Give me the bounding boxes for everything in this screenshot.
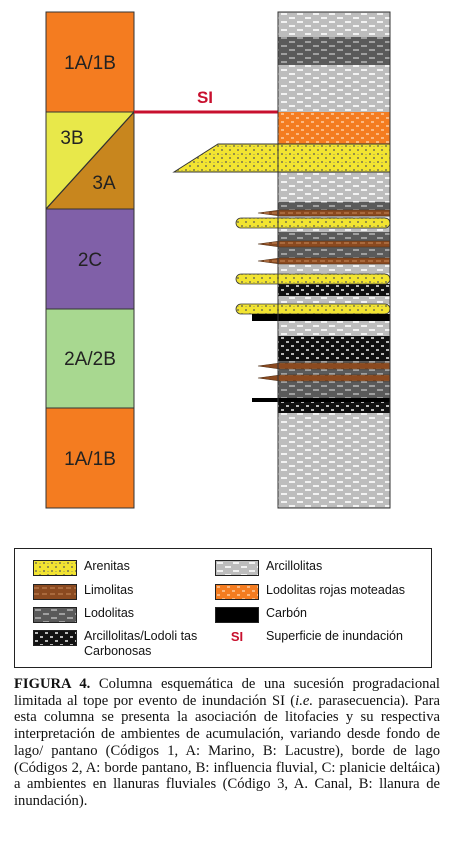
code-label-2a-2b: 2A/2B — [64, 349, 116, 370]
code-label-1a-1b-bottom: 1A/1B — [64, 449, 116, 470]
code-label-3b: 3B — [60, 128, 83, 149]
legend-item-limolitas: Limolitas — [33, 583, 133, 600]
legend-label: Arcillolitas — [266, 559, 323, 573]
coal-seam — [252, 398, 390, 402]
layer-carbonaceous-2 — [278, 336, 390, 361]
siltstone-swatch — [33, 584, 77, 600]
layer-claystone-1 — [278, 12, 390, 37]
caption-label: FIGURA 4. — [14, 676, 91, 692]
sandstone-swatch — [33, 560, 77, 576]
carbonaceous-swatch — [33, 630, 77, 646]
layer-claystone-2 — [278, 65, 390, 112]
lithology-column — [172, 11, 391, 509]
sandstone-lens — [235, 303, 391, 315]
legend-item-lodolitas-rojas: Lodolitas rojas moteadas — [215, 583, 405, 600]
legend-label: Arcillolitas/Lodoli tas Carbonosas — [84, 629, 198, 658]
mottled-red-mudstone-swatch — [215, 584, 259, 600]
code-block-3-diagonal — [45, 111, 135, 210]
legend-label: Carbón — [266, 606, 307, 620]
flooding-surface-label: SI — [197, 88, 213, 107]
legend-item-arcillolitas-carbonosas: Arcillolitas/Lodoli tas Carbonosas — [33, 629, 212, 659]
mudstone-swatch — [33, 607, 77, 623]
stratigraphic-diagram: 1A/1B 3B 3A 2C 2A/2B 1A/1B SI — [45, 11, 391, 509]
code-label-2c: 2C — [78, 250, 102, 271]
code-block-2c — [45, 208, 135, 310]
legend-item-lodolitas: Lodolitas — [33, 606, 134, 623]
caption-text-1: Columna esquemática de una sucesión prog… — [14, 676, 440, 709]
caption-italic: i.e. — [295, 692, 314, 709]
sandstone-lens — [235, 217, 391, 229]
code-label-1a-1b-top: 1A/1B — [64, 53, 116, 74]
legend-label: Limolitas — [84, 583, 134, 597]
code-block-1a-1b-top — [45, 11, 135, 113]
legend-item-superficie: SI Superficie de inundación — [215, 629, 403, 644]
layer-mottled-red-mudstone — [278, 112, 390, 144]
layer-carbonaceous-3 — [278, 400, 390, 413]
layer-claystone-5 — [278, 262, 390, 274]
layer-claystone-8 — [278, 413, 390, 508]
sandstone-wedge — [172, 143, 391, 173]
legend-label: Arenitas — [84, 559, 130, 573]
layer-mudstone-1 — [278, 37, 390, 65]
layer-claystone-6 — [278, 296, 390, 304]
legend-item-arenitas: Arenitas — [33, 559, 130, 576]
figure-caption: FIGURA 4. Columna esquemática de una suc… — [14, 676, 440, 810]
caption-text-2: parasecuencia). Para esta columna se pre… — [14, 692, 440, 809]
legend-label: Lodolitas rojas moteadas — [266, 583, 405, 597]
legend-item-carbon: Carbón — [215, 606, 307, 623]
legend-item-arcillolitas: Arcillolitas — [215, 559, 322, 576]
layer-claystone-3 — [278, 172, 390, 202]
code-label-3a: 3A — [92, 173, 116, 194]
lithology-column-outline — [277, 11, 391, 509]
code-column: 1A/1B 3B 3A 2C 2A/2B 1A/1B — [45, 11, 136, 509]
code-block-2a-2b — [45, 308, 135, 409]
layer-carbonaceous-1 — [278, 284, 390, 296]
legend: Arenitas Limolitas Lodolitas Arcillolita… — [14, 548, 432, 668]
flooding-surface-symbol: SI — [230, 629, 244, 644]
claystone-swatch — [215, 560, 259, 576]
legend-label: Lodolitas — [84, 606, 135, 620]
code-block-1a-1b-bottom — [45, 407, 135, 509]
coal-swatch — [215, 607, 259, 623]
coal-seam — [252, 314, 390, 321]
sandstone-lens — [235, 273, 391, 285]
legend-label: Superficie de inundación — [266, 629, 403, 643]
